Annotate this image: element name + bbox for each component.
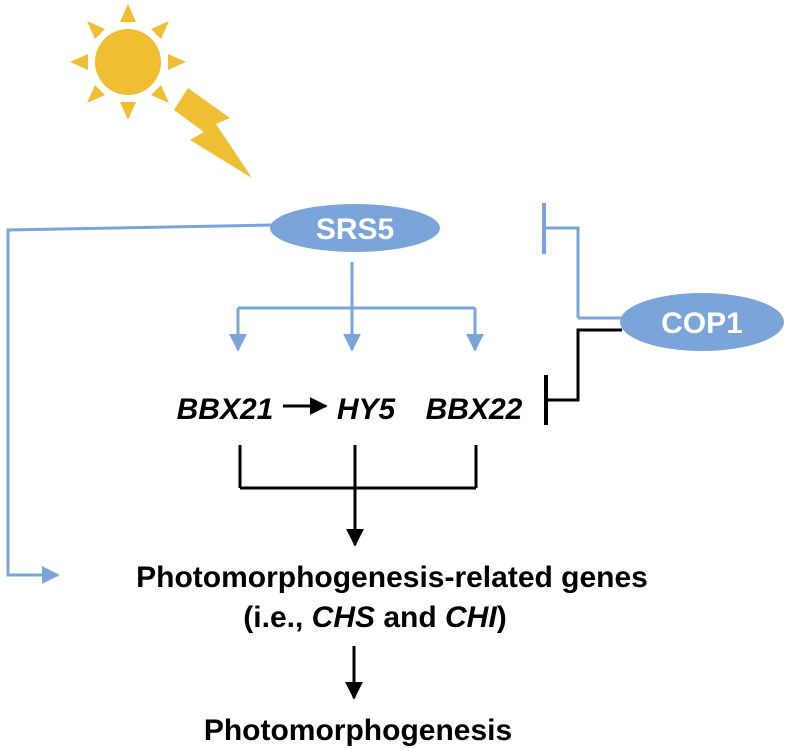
srs5-node: SRS5 bbox=[270, 204, 440, 252]
examples-open: (i.e., bbox=[243, 601, 311, 634]
examples-close: ) bbox=[497, 601, 507, 634]
outcome-label: Photomorphogenesis bbox=[204, 714, 512, 747]
gene-hy5: HY5 bbox=[337, 393, 397, 426]
examples-and: and bbox=[375, 601, 445, 634]
srs5-ellipse bbox=[270, 204, 440, 252]
srs5-inhibits-cop1 bbox=[542, 203, 624, 320]
target-genes-title: Photomorphogenesis-related genes bbox=[136, 561, 648, 594]
gene-chi: CHI bbox=[445, 601, 497, 634]
target-genes-examples: (i.e., CHS and CHI) bbox=[243, 601, 506, 634]
sun-icon bbox=[70, 4, 186, 120]
cop1-ellipse bbox=[620, 293, 784, 351]
srs5-to-genes-arrow bbox=[6, 223, 273, 584]
gene-chs: CHS bbox=[312, 601, 375, 634]
gene-bbx21: BBX21 bbox=[177, 393, 274, 426]
cop1-inhibits-genes bbox=[544, 328, 622, 425]
srs5-label: SRS5 bbox=[316, 213, 394, 246]
gene-bbx22: BBX22 bbox=[426, 393, 523, 426]
lightning-icon bbox=[174, 88, 252, 178]
cop1-label: COP1 bbox=[661, 307, 743, 340]
cop1-node: COP1 bbox=[620, 293, 784, 351]
